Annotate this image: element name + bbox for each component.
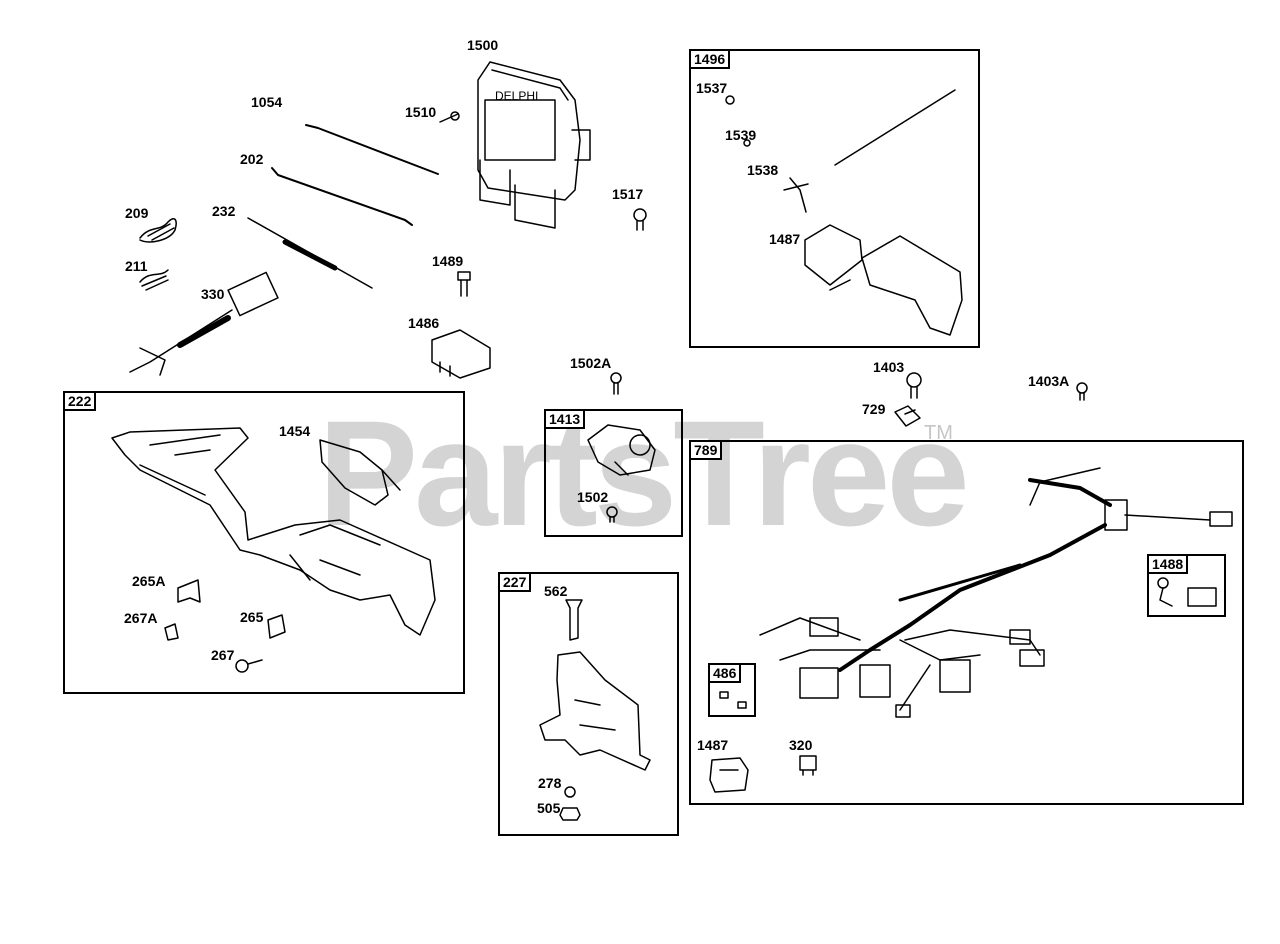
- label-1502: 1502: [577, 489, 609, 505]
- label-562: 562: [544, 583, 568, 599]
- part-227-content: [539, 599, 651, 821]
- svg-text:DELPHI: DELPHI: [495, 89, 538, 103]
- part-330-sensor: [129, 271, 279, 376]
- label-320: 320: [789, 737, 813, 753]
- label-1487-bottom: 1487: [697, 737, 729, 753]
- label-1454: 1454: [279, 423, 311, 439]
- part-211-spring: [139, 269, 169, 291]
- label-1403a: 1403A: [1028, 373, 1070, 389]
- label-209: 209: [125, 205, 149, 221]
- part-1502a-bolt: [610, 372, 622, 395]
- box-1413: 1413: [544, 409, 683, 537]
- box-label-1413: 1413: [544, 409, 586, 429]
- box-label-222: 222: [63, 391, 97, 411]
- box-label-227: 227: [498, 572, 532, 592]
- label-1517: 1517: [612, 186, 644, 202]
- part-320-relay: [799, 755, 817, 776]
- part-1403-bolt: [906, 372, 922, 399]
- label-267a: 267A: [124, 610, 158, 626]
- label-1054: 1054: [251, 94, 283, 110]
- label-1510: 1510: [405, 104, 437, 120]
- label-265a: 265A: [132, 573, 166, 589]
- box-label-789: 789: [689, 440, 723, 460]
- box-222: 222: [63, 391, 465, 694]
- part-729-clip: [894, 405, 921, 427]
- label-267: 267: [211, 647, 235, 663]
- part-1413-content: [587, 424, 656, 523]
- part-222-bracket: [111, 427, 436, 673]
- label-1500: 1500: [467, 37, 499, 53]
- part-202-rod: [271, 167, 413, 226]
- label-1537: 1537: [696, 80, 728, 96]
- box-label-1496: 1496: [689, 49, 731, 69]
- part-1489-bolt: [457, 271, 471, 297]
- label-1403: 1403: [873, 359, 905, 375]
- part-1403a-bolt: [1076, 382, 1088, 401]
- label-1502a: 1502A: [570, 355, 612, 371]
- box-1488: 1488: [1147, 554, 1226, 617]
- part-789-harness: [759, 467, 1233, 718]
- label-202: 202: [240, 151, 264, 167]
- label-1487-top: 1487: [769, 231, 801, 247]
- box-789: 789: [689, 440, 1244, 805]
- box-label-486: 486: [708, 663, 742, 683]
- part-1510-screw: [439, 111, 460, 123]
- part-232-spring-rod: [247, 217, 373, 289]
- part-1054-rod: [305, 124, 439, 175]
- label-1489: 1489: [432, 253, 464, 269]
- label-1486: 1486: [408, 315, 440, 331]
- watermark: PartsTree: [318, 389, 970, 557]
- box-label-1488: 1488: [1147, 554, 1189, 574]
- label-278: 278: [538, 775, 562, 791]
- label-1539: 1539: [725, 127, 757, 143]
- part-1486-sensor: [431, 329, 491, 379]
- part-1496-content: [725, 89, 963, 336]
- label-1538: 1538: [747, 162, 779, 178]
- label-265: 265: [240, 609, 264, 625]
- label-211: 211: [125, 258, 148, 274]
- label-505: 505: [537, 800, 561, 816]
- part-1517-bolt: [633, 208, 647, 231]
- part-1487-connector: [709, 757, 749, 793]
- box-1496: 1496: [689, 49, 980, 348]
- part-1500-module: DELPHI: [477, 61, 591, 229]
- box-486: 486: [708, 663, 756, 717]
- part-1488-content: [1157, 577, 1217, 607]
- box-227: 227: [498, 572, 679, 836]
- label-330: 330: [201, 286, 225, 302]
- label-729: 729: [862, 401, 886, 417]
- label-232: 232: [212, 203, 236, 219]
- part-209-spring: [139, 218, 177, 243]
- watermark-tm: TM: [924, 422, 953, 444]
- part-486-content: [719, 691, 747, 709]
